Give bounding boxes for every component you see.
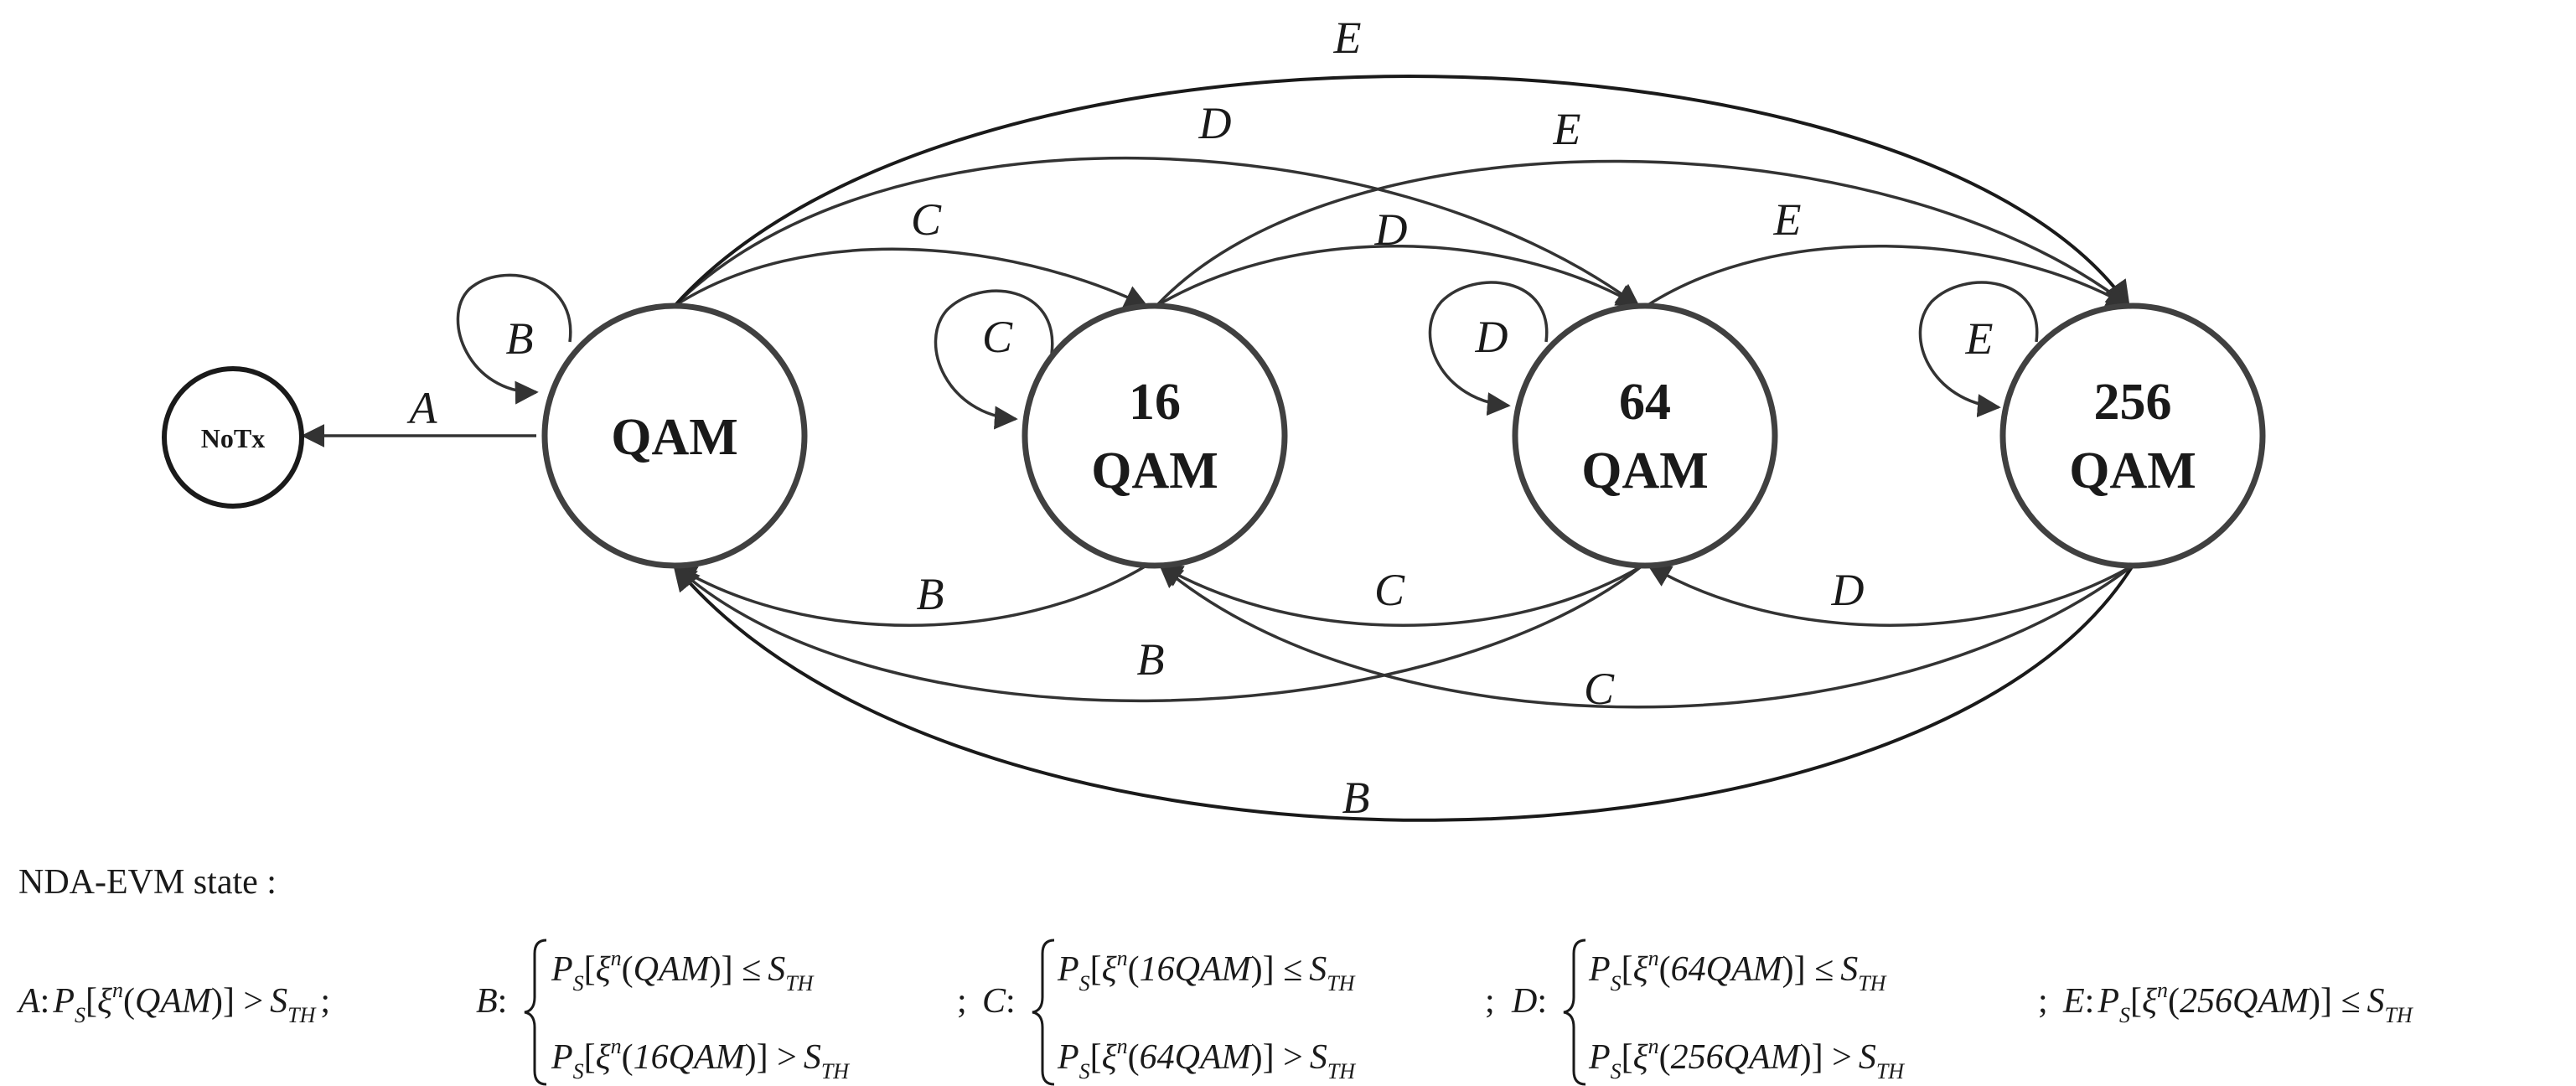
label-d-qam-64: D	[1198, 98, 1232, 148]
label-d-16-64: D	[1374, 204, 1408, 255]
loop-c-16qam	[934, 289, 1054, 430]
state-64qam-label-num: 64	[1619, 374, 1671, 431]
legend-title: NDA-EVM state :	[18, 863, 277, 902]
edge-b-256qam-to-qam	[672, 563, 2134, 822]
legend-d-name: D	[1511, 982, 1537, 1021]
svg-text:;: ;	[2038, 982, 2048, 1021]
label-b-loop: B	[506, 313, 534, 364]
legend-a: A:PS[ξn(QAM)] >STH;	[16, 978, 330, 1027]
legend-a-name: A	[16, 982, 40, 1021]
svg-text:A:PS[ξn(QAM)] >STH;: A:PS[ξn(QAM)] >STH;	[16, 978, 330, 1027]
svg-text:B:: B:	[476, 982, 507, 1021]
svg-text:D:: D:	[1511, 982, 1547, 1021]
state-16qam: 16 QAM	[1022, 303, 1288, 569]
svg-text:PS[ξn(QAM)] ≤STH: PS[ξn(QAM)] ≤STH	[551, 946, 815, 995]
edge-b-64qam-to-qam	[672, 564, 1644, 703]
label-a: A	[407, 383, 438, 433]
edge-e-qam-to-256qam	[673, 75, 2130, 308]
edge-c-64qam-to-16qam	[1158, 564, 1643, 627]
legend-b-name: B	[476, 982, 498, 1021]
svg-text:PS[ξn(16QAM)] ≤STH: PS[ξn(16QAM)] ≤STH	[1057, 946, 1356, 995]
legend-e-name: E	[2062, 982, 2085, 1021]
label-e-64-256: E	[1773, 194, 1802, 245]
label-c-256-16: C	[1584, 664, 1615, 714]
svg-text:PS[ξn(16QAM)] >STH: PS[ξn(16QAM)] >STH	[551, 1034, 850, 1083]
label-e-top: E	[1333, 13, 1362, 63]
loop-e-256qam	[1918, 281, 2039, 418]
edge-e-16qam-to-256qam	[1155, 159, 2131, 308]
edge-b-16qam-to-qam	[672, 564, 1147, 627]
edge-c-qam-to-16qam	[674, 247, 1149, 308]
state-64qam: 64 QAM	[1512, 303, 1778, 569]
legend-c-row1-arg: 16QAM	[1140, 950, 1253, 989]
state-notx: NoTx	[162, 366, 304, 509]
legend-e-arg: 256QAM	[2180, 982, 2310, 1021]
edge-d-16qam-to-64qam	[1156, 245, 1641, 308]
state-16qam-label-qam: QAM	[1091, 442, 1218, 499]
edge-d-256qam-to-64qam	[1647, 564, 2134, 627]
legend-c-row2-arg: 64QAM	[1140, 1038, 1253, 1077]
label-d-loop: D	[1475, 312, 1508, 362]
state-qam-label: QAM	[611, 409, 738, 466]
label-c-loop: C	[982, 312, 1013, 362]
label-e-loop: E	[1965, 313, 1994, 364]
legend-d: D: PS[ξn(64QAM)] ≤STH PS[ξn(256QAM)] >ST…	[1511, 939, 2048, 1086]
edge-e-64qam-to-256qam	[1646, 245, 2131, 308]
svg-text:;: ;	[957, 982, 967, 1021]
legend-d-row2-arg: 256QAM	[1671, 1038, 1802, 1077]
state-16qam-label-num: 16	[1129, 374, 1181, 431]
label-d-256-64: D	[1831, 565, 1865, 615]
svg-text:E:PS[ξn(256QAM)] ≤STH: E:PS[ξn(256QAM)] ≤STH	[2062, 978, 2413, 1027]
svg-text:PS[ξn(64QAM)] ≤STH: PS[ξn(64QAM)] ≤STH	[1588, 946, 1887, 995]
legend-b: B: PS[ξn(QAM)] ≤STH PS[ξn(16QAM)] >STH ;	[476, 939, 967, 1086]
label-c-qam-16: C	[911, 194, 942, 245]
state-qam: QAM	[541, 303, 808, 569]
label-b-64-qam: B	[1137, 634, 1165, 685]
loop-d-64qam	[1428, 281, 1549, 416]
legend-a-arg: QAM	[135, 982, 213, 1021]
state-64qam-label-qam: QAM	[1581, 442, 1709, 499]
svg-text:;: ;	[1485, 982, 1495, 1021]
state-256qam: 256 QAM	[1999, 303, 2266, 569]
edge-c-256qam-to-16qam	[1158, 564, 2134, 709]
legend-c-name: C	[982, 982, 1006, 1021]
loop-b-qam	[456, 273, 572, 405]
label-e-16-256: E	[1553, 104, 1581, 154]
label-b-bottom: B	[1342, 773, 1370, 823]
state-notx-label: NoTx	[201, 423, 265, 453]
state-256qam-label-qam: QAM	[2069, 442, 2196, 499]
legend-d-row1-arg: 64QAM	[1671, 950, 1784, 989]
label-c-64-16: C	[1374, 565, 1405, 615]
legend-b-row2-arg: 16QAM	[634, 1038, 747, 1077]
svg-text:C:: C:	[982, 982, 1016, 1021]
state-256qam-label-num: 256	[2094, 374, 2172, 431]
edge-d-qam-to-64qam	[673, 156, 1641, 308]
legend-e: E:PS[ξn(256QAM)] ≤STH	[2062, 978, 2413, 1027]
svg-text:PS[ξn(256QAM)] >STH: PS[ξn(256QAM)] >STH	[1588, 1034, 1905, 1083]
legend-b-row1-arg: QAM	[634, 950, 711, 989]
legend-c: C: PS[ξn(16QAM)] ≤STH PS[ξn(64QAM)] >STH…	[982, 939, 1495, 1086]
svg-text:PS[ξn(64QAM)] >STH: PS[ξn(64QAM)] >STH	[1057, 1034, 1356, 1083]
label-b-16-qam: B	[917, 569, 944, 619]
